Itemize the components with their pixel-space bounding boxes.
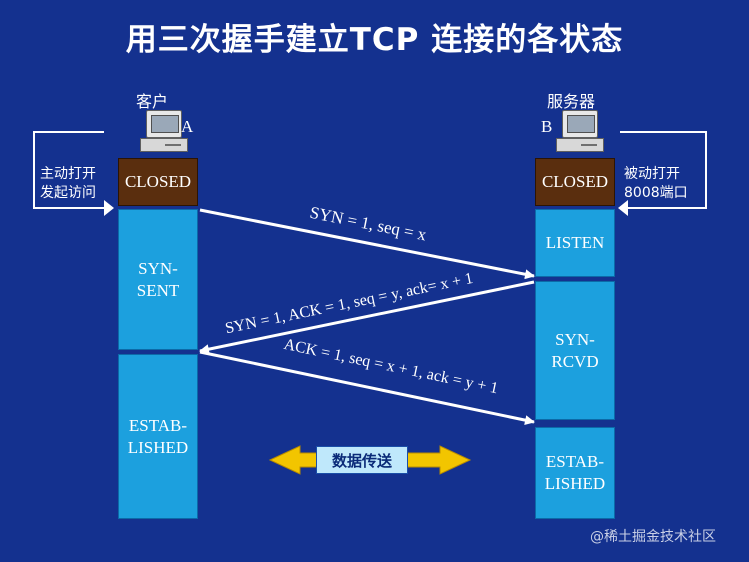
client-computer-icon bbox=[140, 110, 188, 152]
server-open-note: 被动打开 8008端口 bbox=[624, 166, 688, 201]
client-state-closed: CLOSED bbox=[118, 158, 198, 206]
client-open-bracket bbox=[33, 131, 108, 209]
watermark: @稀土掘金技术社区 bbox=[590, 529, 716, 545]
server-open-arrowhead bbox=[618, 200, 628, 216]
server-state-listen: LISTEN bbox=[535, 209, 615, 277]
diagram-title: 用三次握手建立TCP 连接的各状态 bbox=[125, 22, 624, 58]
server-state-closed: CLOSED bbox=[535, 158, 615, 206]
server-state-established: ESTAB- LISHED bbox=[535, 427, 615, 519]
client-letter: A bbox=[181, 117, 194, 136]
server-computer-icon bbox=[556, 110, 604, 152]
syn-ack-arrow bbox=[199, 280, 535, 355]
ack-arrow bbox=[199, 350, 535, 426]
syn-arrow bbox=[199, 208, 535, 280]
server-open-bracket bbox=[620, 131, 707, 209]
syn-message: SYN = 1, seq = x bbox=[308, 203, 428, 245]
client-state-established: ESTAB- LISHED bbox=[118, 354, 198, 519]
client-open-arrowhead bbox=[104, 200, 114, 216]
server-state-syn-rcvd: SYN- RCVD bbox=[535, 281, 615, 420]
ack-message: ACK = 1, seq = x + 1, ack = y + 1 bbox=[282, 336, 499, 397]
client-label: 客户 bbox=[136, 92, 169, 111]
data-transfer-label: 数据传送 bbox=[316, 446, 408, 474]
server-letter: B bbox=[541, 117, 553, 136]
server-label: 服务器 bbox=[547, 92, 596, 111]
client-open-note: 主动打开 发起访问 bbox=[40, 166, 96, 201]
client-state-syn-sent: SYN- SENT bbox=[118, 209, 198, 350]
